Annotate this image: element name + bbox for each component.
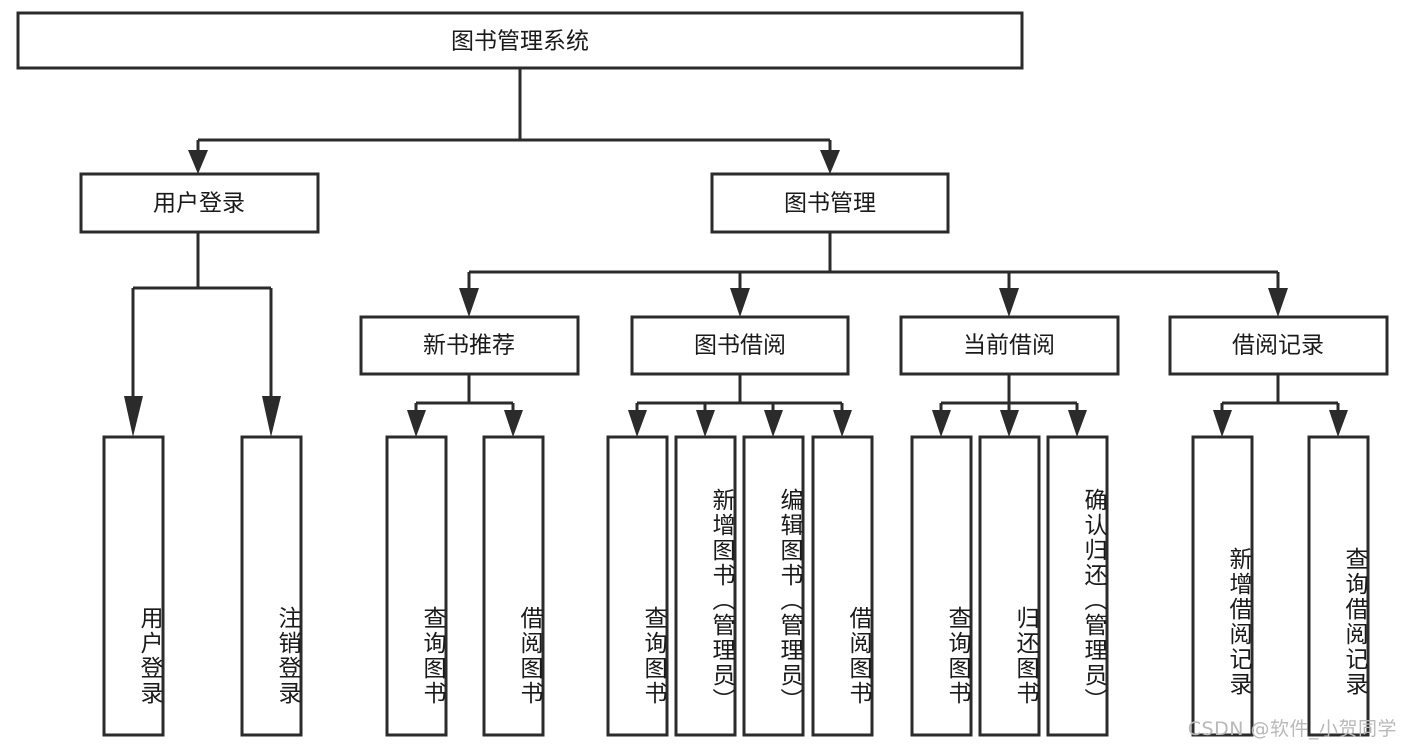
node-new-book-recommend-label: 新书推荐 [423,333,515,359]
edges-layer [124,68,1348,437]
arrowhead-borrow-leaf-2 [696,410,715,437]
leaf-box-current-return-book[interactable] [978,435,1041,737]
arrowhead-current-leaf-1 [932,410,951,437]
leaf-box-record-query[interactable] [1307,435,1370,737]
node-root-label: 图书管理系统 [451,29,589,55]
node-user-login-label: 用户登录 [153,191,245,217]
node-borrow-record-label: 借阅记录 [1232,333,1324,359]
node-borrow-record-box[interactable] [1168,315,1389,376]
node-current-borrow-label: 当前借阅 [963,333,1055,359]
node-book-management-label: 图书管理 [784,191,876,217]
arrowhead-current-leaf-2 [1000,410,1019,437]
node-book-borrow-box[interactable] [630,315,850,376]
node-current-borrow-box[interactable] [899,315,1120,376]
arrowhead-leaf-user-login [124,396,143,437]
arrowhead-user-login [188,150,208,174]
arrowhead-borrow-leaf-1 [628,410,647,437]
arrowhead-recommend-leaf-2 [504,410,523,437]
csdn-watermark: CSDN @软件_小贺同学 [1187,718,1397,740]
leaf-box-current-confirm-return[interactable] [1046,435,1109,737]
leaf-box-recommend-borrow-book[interactable] [482,435,545,737]
arrowhead-current-leaf-3 [1068,410,1087,437]
leaf-box-record-add[interactable] [1191,435,1254,737]
arrowhead-current-borrow [999,288,1019,317]
node-new-book-recommend-box[interactable] [359,315,580,376]
leaf-box-borrow-add-book[interactable] [674,435,737,737]
arrowhead-borrow-leaf-3 [764,410,783,437]
arrowhead-book-mgmt [820,150,840,174]
arrowhead-borrow-leaf-4 [833,410,852,437]
leaf-box-recommend-query-book[interactable] [385,435,448,737]
arrowhead-record-leaf-1 [1213,410,1232,437]
arrowhead-leaf-logout [262,396,281,437]
node-book-management-box[interactable] [710,172,950,234]
node-book-borrow-label: 图书借阅 [694,333,786,359]
leaf-box-borrow-query-book[interactable] [606,435,669,737]
arrowhead-borrow-record [1268,288,1288,317]
leaves-layer [102,435,1370,737]
arrowhead-record-leaf-2 [1329,410,1348,437]
leaf-box-user-login[interactable] [102,435,165,737]
node-user-login-box[interactable] [79,172,320,234]
leaf-box-borrow-borrow-book[interactable] [811,435,874,737]
leaf-box-current-query-book[interactable] [910,435,973,737]
arrowhead-book-borrow [730,288,750,317]
leaf-box-logout[interactable] [240,435,303,737]
nodes-layer: 图书管理系统 用户登录 图书管理 新书推荐 图书借阅 当前借阅 借阅记录 [16,11,1389,376]
leaf-box-borrow-edit-book[interactable] [742,435,805,737]
arrowhead-recommend-leaf-1 [407,410,426,437]
arrowhead-new-book-recommend [459,288,479,317]
node-root-box[interactable] [16,11,1024,70]
